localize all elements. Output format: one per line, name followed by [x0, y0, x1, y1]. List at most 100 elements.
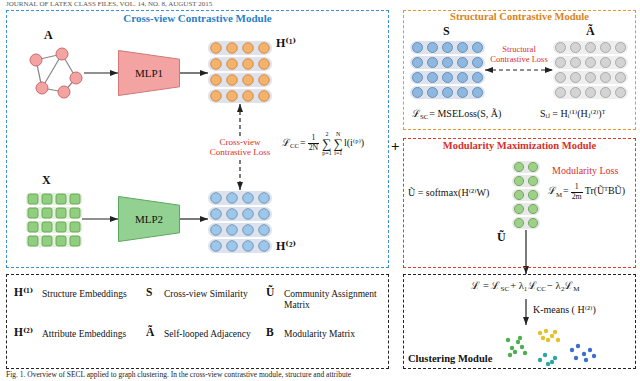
- cluster-plot-part-part: [510, 346, 514, 350]
- matrix-symbol: Ũ: [497, 231, 506, 245]
- math-text: Modularity Loss: [552, 165, 618, 176]
- cluster-plot-part-part: [544, 329, 548, 333]
- math-text: =: [300, 137, 306, 148]
- sum-symbol: ∑: [334, 137, 343, 150]
- edge-label: Cross-view Contrastive Loss: [207, 137, 273, 158]
- matrix-x-part: [26, 192, 82, 248]
- trapezoid-outline: [119, 51, 180, 96]
- legend-text: Community Assignment Matrix: [284, 289, 386, 311]
- math-text: ℒ: [412, 108, 420, 119]
- cluster-plot-part-part: [541, 336, 545, 340]
- graph-vertices-part: [56, 48, 68, 60]
- matrix-s: [410, 40, 485, 100]
- encoder-label: MLP1: [135, 67, 163, 80]
- cluster-plot-part-part: [538, 358, 542, 362]
- embedding-matrix: H⁽¹⁾: [208, 40, 272, 104]
- fraction-numerator: 1: [575, 183, 579, 192]
- module-title: Cross-view Contrastive Module: [7, 12, 388, 25]
- matrix-h1-part: [208, 40, 272, 104]
- legend-text: Self-looped Adjacency: [164, 329, 251, 340]
- cluster-plot-part-part: [574, 356, 578, 360]
- assignment-formula: Ũ = softmax(H⁽²⁾W): [408, 187, 489, 198]
- cluster-plot-part-part: [523, 351, 527, 355]
- math-text: = MSELoss(S, Ã): [429, 108, 501, 119]
- loss-name: Modularity Loss: [552, 165, 618, 176]
- figure-caption: Fig. 1. Overview of SECL applied to grap…: [6, 371, 351, 380]
- math-subscript: SC: [420, 113, 428, 120]
- connector: [485, 69, 553, 70]
- sum-limit: i=1: [334, 150, 342, 156]
- legend-text: Structure Embeddings: [42, 289, 127, 300]
- math-text: +: [391, 138, 400, 154]
- connector: [84, 72, 118, 73]
- cluster-plot-part-part: [550, 334, 554, 338]
- legend-symbol: Ũ: [266, 286, 274, 299]
- cluster-plot-part-part: [516, 340, 520, 344]
- trapezoid-outline: [119, 197, 180, 242]
- matrix-h1: [208, 40, 272, 104]
- cluster-plot-part-part: [588, 348, 592, 352]
- cluster-plot-part-part: [550, 360, 554, 364]
- math-text: − λ₂ℒ: [547, 280, 573, 291]
- fraction: 12N: [308, 134, 320, 152]
- math-text: K-means ( H⁽²⁾): [533, 304, 596, 315]
- cluster-plot-part: [570, 344, 596, 362]
- cluster-plot-part-part: [553, 330, 557, 334]
- cluster-plot-part-part: [546, 338, 550, 342]
- matrix-symbol: S: [443, 25, 450, 39]
- math-subscript: M: [556, 191, 562, 198]
- similarity-formula: Sᵢⱼ = Hᵢ⁽¹⁾(Hⱼ⁽²⁾)ᵀ: [540, 108, 605, 119]
- fraction-denominator: 2N: [308, 143, 320, 153]
- math-text: Ũ = softmax(H⁽²⁾W): [408, 187, 489, 198]
- cluster-plot-part-part: [570, 348, 574, 352]
- matrix-symbol: Ã: [586, 25, 595, 39]
- loss-formula: ℒSC= MSELoss(S, Ã): [412, 108, 501, 121]
- math-text: JOURNAL OF LATEX CLASS FILES, VOL. 14, N…: [6, 0, 212, 8]
- module-panel: Modularity Maximization ModuleŨ: [403, 138, 636, 268]
- cluster-plot-part-part: [513, 350, 517, 354]
- matrix-u: [512, 160, 540, 230]
- summation: N∑i=1: [334, 131, 343, 156]
- kmeans-arrow: [525, 299, 526, 325]
- math-subscript: CC: [290, 142, 299, 149]
- legend-symbol: S: [146, 286, 152, 299]
- cluster-plot-part-part: [592, 354, 596, 358]
- loss-formula: ℒCC=12N2∑p=1N∑i=1l(i⁽ᵖ⁾): [282, 131, 364, 156]
- sum-symbol: ∑: [322, 137, 331, 150]
- graph-vertices-part: [70, 72, 82, 84]
- cluster-plot-part-part: [538, 331, 542, 335]
- kmeans-label: K-means ( H⁽²⁾): [533, 304, 596, 315]
- cluster-plot-part-part: [576, 344, 580, 348]
- adjacency-matrix: Ã: [553, 40, 628, 100]
- connector: [180, 72, 208, 73]
- math-text: =: [563, 185, 569, 196]
- encoder-label: MLP2: [135, 213, 163, 226]
- matrix-a-part: [553, 40, 628, 100]
- module-title: Clustering Module: [408, 353, 492, 365]
- math-text: + λ₁ℒ: [510, 280, 536, 291]
- legend-symbol: B: [266, 326, 274, 339]
- matrix-symbol: A: [44, 29, 53, 43]
- math-subscript: M: [573, 285, 579, 293]
- math-text: ℒ: [548, 185, 556, 196]
- legend-panel: H⁽¹⁾Structure EmbeddingsSCross-view Simi…: [6, 274, 389, 369]
- assignment-matrix: Ũ: [512, 160, 540, 230]
- cluster-plot-part-part: [584, 358, 588, 362]
- cluster-plot: [506, 329, 596, 366]
- fraction-numerator: 1: [312, 134, 316, 143]
- graph-vertices-part: [36, 82, 48, 94]
- cluster-plot-part-part: [520, 345, 524, 349]
- legend-text: Modularity Matrix: [284, 329, 355, 340]
- math-subscript: CC: [537, 285, 547, 293]
- fraction-denominator: 2m: [571, 192, 583, 202]
- cluster-plot-part-part: [553, 356, 557, 360]
- fraction: 12m: [571, 183, 583, 201]
- cluster-plot-part-part: [556, 338, 560, 342]
- summation: 2∑p=1: [322, 131, 331, 156]
- module-title: Structural Contrastive Module: [404, 11, 635, 23]
- cluster-plot-part-part: [518, 336, 522, 340]
- math-text: l(i⁽ᵖ⁾): [344, 137, 364, 148]
- connector: [82, 218, 118, 219]
- legend-text: Attribute Embeddings: [42, 329, 126, 340]
